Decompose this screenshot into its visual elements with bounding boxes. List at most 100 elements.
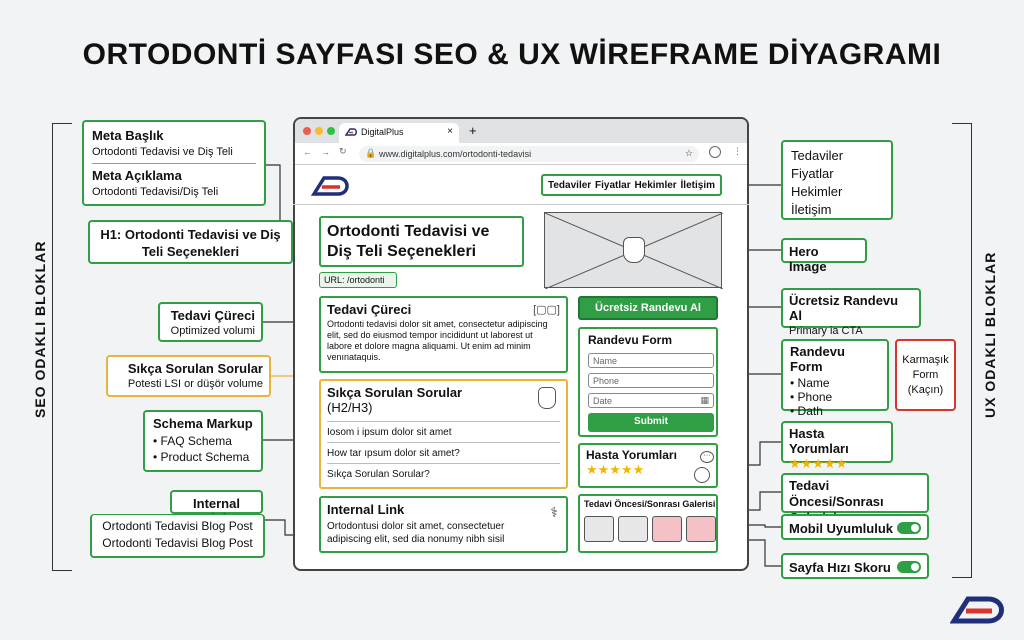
browser-tabbar: DigitalPlus × + <box>295 119 747 143</box>
mobile-annotation-box: Mobil Uyumluluk <box>781 514 929 540</box>
reviews-section: Hasta Yorumları ★★★★★ ··· <box>578 443 718 488</box>
page-h1-line: Diş Teli Seçenekleri <box>327 243 477 260</box>
braces-icon: [▢▢] <box>533 304 560 316</box>
meta-desc-heading: Meta Açıklama <box>92 168 182 183</box>
nav-annotation-item: Tedaviler <box>791 148 844 163</box>
meta-title-heading: Meta Başlık <box>92 128 164 143</box>
nav-annotation-item: Hekimler <box>791 184 843 199</box>
back-icon[interactable]: ← <box>303 147 312 157</box>
page-h1-box: Ortodonti Tedavisi ve Diş Teli Seçenekle… <box>319 216 524 267</box>
nav-link[interactable]: Fiyatlar <box>595 180 631 191</box>
cta-annotation-sub: Primary ia CTA <box>789 325 863 337</box>
reviews-title: Hasta Yorumları <box>586 448 677 462</box>
hero-annotation: Hero Image <box>789 244 827 274</box>
submit-button[interactable]: Submit <box>588 413 714 432</box>
internal-link-item[interactable]: Ortodonti Tedavisi Blog Post <box>102 519 253 533</box>
tab-logo-icon <box>345 128 357 136</box>
gallery-thumb[interactable] <box>584 516 614 542</box>
left-bracket <box>52 123 72 571</box>
submit-label: Submit <box>634 416 668 427</box>
tab-close-icon[interactable]: × <box>447 126 453 137</box>
internal-annotation-title-box: Internal Link <box>170 490 263 526</box>
form-title: Randevu Form <box>588 333 673 347</box>
address-row: ← → ↻ 🔒 www.digitalplus.com/ortodonti-te… <box>295 143 747 165</box>
url-text: www.digitalplus.com/ortodonti-tedavisi <box>379 149 532 159</box>
url-badge-text: URL: /ortodonti <box>324 275 385 285</box>
maximize-dot[interactable] <box>327 127 335 135</box>
page-h1-line: Ortodonti Tedavisi ve <box>327 223 490 240</box>
close-dot[interactable] <box>303 127 311 135</box>
internal-title: Internal Link <box>327 502 405 517</box>
form-annotation-heading: Randevu Form <box>790 344 845 374</box>
logo-icon <box>950 596 1004 624</box>
form-annotation-item: • Dath <box>790 404 823 418</box>
menu-icon[interactable]: ⋮ <box>733 146 742 156</box>
form-annotation-box: Randevu Form • Name • Phone • Dath <box>781 339 889 418</box>
cta-annotation-heading: Ücretsiz Randevu Al <box>789 293 899 323</box>
reviews-annotation-stars: ★★★★★ <box>789 456 848 471</box>
gallery-thumb[interactable] <box>618 516 648 542</box>
gallery-annotation-box: Tedavi Öncesi/Sonrası Galerisi <box>781 473 929 525</box>
bookmark-star-icon[interactable]: ☆ <box>684 148 693 158</box>
date-field[interactable]: Date ▦ <box>588 393 714 408</box>
cta-label: Ücretsiz Randevu Al <box>595 302 701 314</box>
speed-annotation-box: Sayfa Hızı Skoru <box>781 553 929 579</box>
right-bracket <box>952 123 972 578</box>
process-annotation-sub: Optimized volumi <box>170 325 255 337</box>
faq-item[interactable]: Iosom i ipsum dolor sit amet <box>327 421 560 442</box>
browser-tab[interactable]: DigitalPlus × <box>339 123 459 143</box>
nav-annotation-item: İletişim <box>791 202 832 217</box>
faq-item[interactable]: How tar ıpsum dolor sit amet? <box>327 442 560 463</box>
faq-section: Sıkça Sorulan Sorular (H2/H3) Iosom i ip… <box>319 379 568 489</box>
name-field[interactable]: Name <box>588 353 714 368</box>
nav-annotation-item: Fiyatlar <box>791 166 834 181</box>
reviews-annotation-heading: Hasta Yorumları <box>789 426 849 456</box>
nav-link[interactable]: Hekimler <box>634 180 677 191</box>
schema-annotation-box: Schema Markup • FAQ Schema • Product Sch… <box>143 410 263 472</box>
nav-link[interactable]: İletişim <box>680 180 715 191</box>
h1-annotation: H1: Ortodonti Tedavisi ve Diş Teli Seçen… <box>100 227 281 259</box>
mobile-toggle[interactable] <box>897 522 921 534</box>
hero-tooth-icon <box>623 237 645 263</box>
reload-icon[interactable]: ↻ <box>339 146 347 156</box>
schema-annotation-heading: Schema Markup <box>153 416 253 431</box>
faq-annotation-box: Sıkça Sorulan Sorular Potesti LSI or düş… <box>106 355 271 397</box>
gallery-section: Tedavi Öncesi/Sonrası Galerisi <box>578 494 718 553</box>
minimize-dot[interactable] <box>315 127 323 135</box>
faq-subtitle: (H2/H3) <box>327 400 373 415</box>
faq-item[interactable]: Sıkça Sorulan Sorular? <box>327 463 560 484</box>
internal-link-item[interactable]: Ortodonti Tedavisi Blog Post <box>102 536 253 550</box>
schema-item: • Product Schema <box>153 450 250 464</box>
cta-button[interactable]: Ücretsiz Randevu Al <box>578 296 718 320</box>
meta-title-value: Ortodonti Tedavisi ve Diş Teli <box>92 146 233 158</box>
complex-form-text: Karmaşık Form (Kaçın) <box>902 354 949 396</box>
site-nav: Tedaviler Fiyatlar Hekimler İletişim <box>541 174 722 196</box>
calendar-icon: ▦ <box>700 395 709 405</box>
reviews-stars: ★★★★★ <box>586 462 645 477</box>
chat-bubble-icon: ··· <box>700 451 714 463</box>
right-section-label: UX ODAKLI BLOKLAR <box>982 251 998 418</box>
nav-annotation-box: Tedaviler Fiyatlar Hekimler İletişim <box>781 140 893 220</box>
faq-annotation-heading: Sıkça Sorulan Sorular <box>127 361 263 376</box>
hero-annotation-box: Hero Image <box>781 238 867 274</box>
mobile-annotation-label: Mobil Uyumluluk <box>789 521 893 536</box>
gallery-thumb[interactable] <box>686 516 716 542</box>
nav-link[interactable]: Tedaviler <box>548 180 592 191</box>
profile-icon[interactable] <box>709 146 721 158</box>
header-divider <box>293 204 749 205</box>
phone-field[interactable]: Phone <box>588 373 714 388</box>
tab-label: DigitalPlus <box>361 127 404 137</box>
lock-icon: 🔒 <box>365 148 377 158</box>
internal-body: Ortodontusi dolor sit amet, consectetuer… <box>327 521 505 545</box>
gallery-thumb[interactable] <box>652 516 682 542</box>
forward-icon[interactable]: → <box>321 147 330 157</box>
meta-desc-value: Ortodonti Tedavisi/Diş Teli <box>92 186 219 198</box>
url-bar[interactable]: 🔒 www.digitalplus.com/ortodonti-tedavisi… <box>359 146 699 162</box>
form-annotation-item: • Name <box>790 376 830 390</box>
new-tab-icon[interactable]: + <box>469 123 477 138</box>
internal-link-section: Internal Link Ortodontusi dolor sit amet… <box>319 496 568 553</box>
avatar-icon <box>694 467 710 483</box>
speed-toggle[interactable] <box>897 561 921 573</box>
process-body: Ortodonti tedavisi dolor sit amet, conse… <box>327 319 548 362</box>
tooth-icon <box>538 387 556 409</box>
